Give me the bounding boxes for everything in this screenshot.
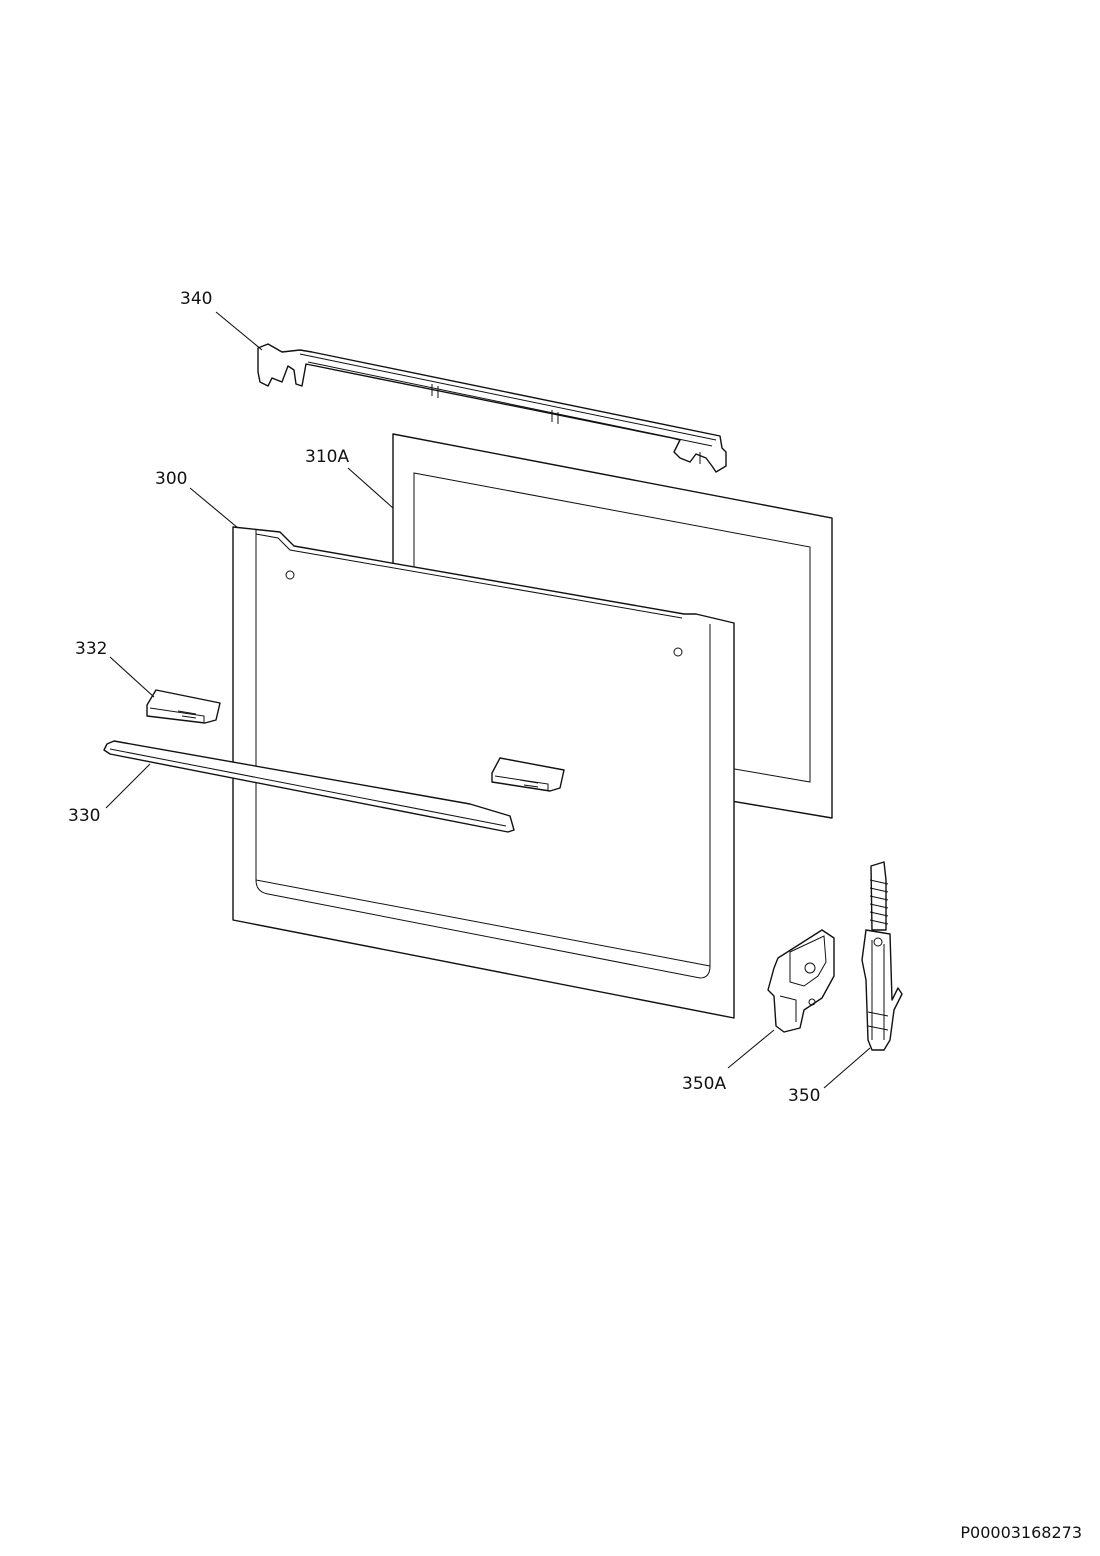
leader-300 [189, 487, 239, 529]
part-332-handle-end-cap [146, 689, 221, 724]
part-300-door-panel [232, 526, 735, 1019]
callout-332: 332 [75, 639, 107, 659]
callout-340: 340 [180, 289, 212, 309]
part-350a-hinge-receiver [767, 929, 835, 1033]
document-id: P00003168273 [960, 1523, 1082, 1542]
callout-300: 300 [155, 469, 187, 489]
part-332-handle-end-cap-right [491, 757, 565, 792]
leader-350 [823, 1047, 871, 1089]
callout-350: 350 [788, 1086, 820, 1106]
leader-330 [105, 763, 151, 809]
callout-350a: 350A [682, 1074, 726, 1094]
callout-330: 330 [68, 806, 100, 826]
part-340-top-frame [257, 343, 727, 473]
part-330-handle-bar [103, 740, 515, 833]
callout-labels: 340 310A 300 332 330 350A 350 [68, 289, 820, 1106]
leader-lines [105, 311, 871, 1089]
part-350-hinge-arm [861, 861, 903, 1051]
callout-310a: 310A [305, 447, 349, 467]
leader-310a [347, 467, 394, 509]
leader-340 [215, 311, 263, 351]
leader-332 [109, 656, 155, 698]
leader-350a [727, 1029, 775, 1069]
